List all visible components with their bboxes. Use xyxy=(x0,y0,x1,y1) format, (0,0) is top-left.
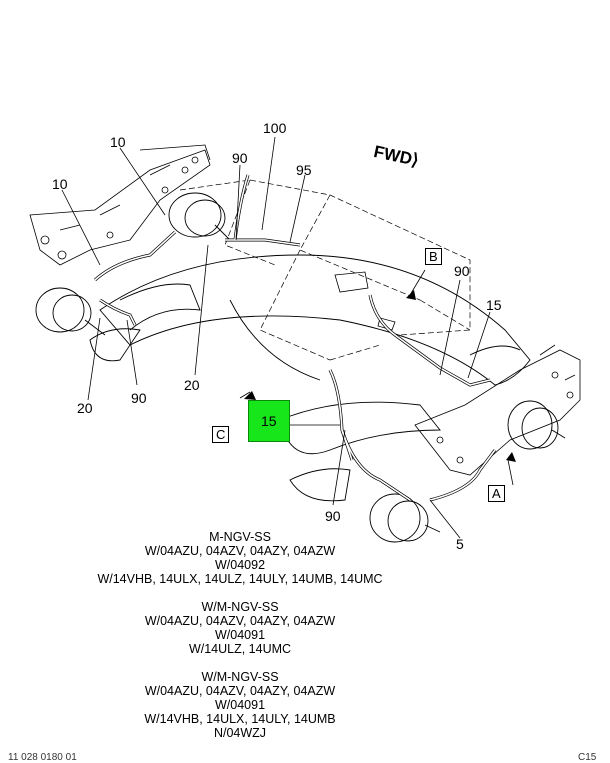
callout-100: 100 xyxy=(263,120,287,136)
callout-10-left: 10 xyxy=(52,176,68,192)
brake-lines-inner xyxy=(94,174,496,501)
note-line: W/04091 xyxy=(214,698,266,712)
note-line: W/04AZU, 04AZV, 04AZY, 04AZW xyxy=(144,544,336,558)
note-line: W/14VHB, 14ULX, 14ULZ, 14ULY, 14UMB, 14U… xyxy=(97,572,383,586)
callout-90-left: 90 xyxy=(131,390,147,406)
callout-95: 95 xyxy=(296,162,312,178)
callout-10-upper: 10 xyxy=(110,134,126,150)
brake-chamber-right xyxy=(507,400,566,450)
brake-chamber-left xyxy=(35,287,106,336)
highlighted-part-15[interactable]: 15 xyxy=(248,400,290,442)
note-block-3: W/M-NGV-SS W/04AZU, 04AZV, 04AZY, 04AZW … xyxy=(0,670,480,740)
note-line: W/14VHB, 14ULX, 14ULY, 14UMB xyxy=(144,712,336,726)
view-a-box[interactable]: A xyxy=(488,485,505,502)
note-line: W/14ULZ, 14UMC xyxy=(188,642,292,656)
note-line: W/04091 xyxy=(214,628,266,642)
callout-20-left: 20 xyxy=(77,400,93,416)
note-block-2: W/M-NGV-SS W/04AZU, 04AZV, 04AZY, 04AZW … xyxy=(0,600,480,656)
right-bracket xyxy=(414,344,581,476)
note-line: W/M-NGV-SS xyxy=(201,670,279,684)
frame-outline xyxy=(179,179,471,361)
callout-90-top: 90 xyxy=(232,150,248,166)
note-line: W/04092 xyxy=(214,558,266,572)
note-line: W/04AZU, 04AZV, 04AZY, 04AZW xyxy=(144,684,336,698)
callout-5: 5 xyxy=(456,536,464,552)
drawing-number: 11 028 0180 01 xyxy=(8,752,77,763)
note-line: M-NGV-SS xyxy=(209,530,271,544)
page-code: C15 xyxy=(578,752,597,763)
callout-15-right: 15 xyxy=(486,297,502,313)
note-block-1: M-NGV-SS W/04AZU, 04AZV, 04AZY, 04AZW W/… xyxy=(0,530,480,586)
upper-bracket xyxy=(29,144,211,266)
callout-20-center: 20 xyxy=(184,377,200,393)
axle-housing xyxy=(89,254,531,502)
arrows xyxy=(244,290,516,462)
note-line: N/04WZJ xyxy=(213,726,267,740)
view-b-box[interactable]: B xyxy=(425,248,442,265)
callout-90-bottom: 90 xyxy=(325,508,341,524)
valve-block xyxy=(334,271,396,331)
callout-90-right: 90 xyxy=(454,263,470,279)
view-c-box[interactable]: C xyxy=(212,426,230,443)
note-line: W/M-NGV-SS xyxy=(201,600,279,614)
leader-lines xyxy=(61,136,514,539)
note-line: W/04AZU, 04AZV, 04AZY, 04AZW xyxy=(144,614,336,628)
brake-chamber-upper xyxy=(168,192,231,241)
brake-chamber-lower xyxy=(369,493,441,543)
